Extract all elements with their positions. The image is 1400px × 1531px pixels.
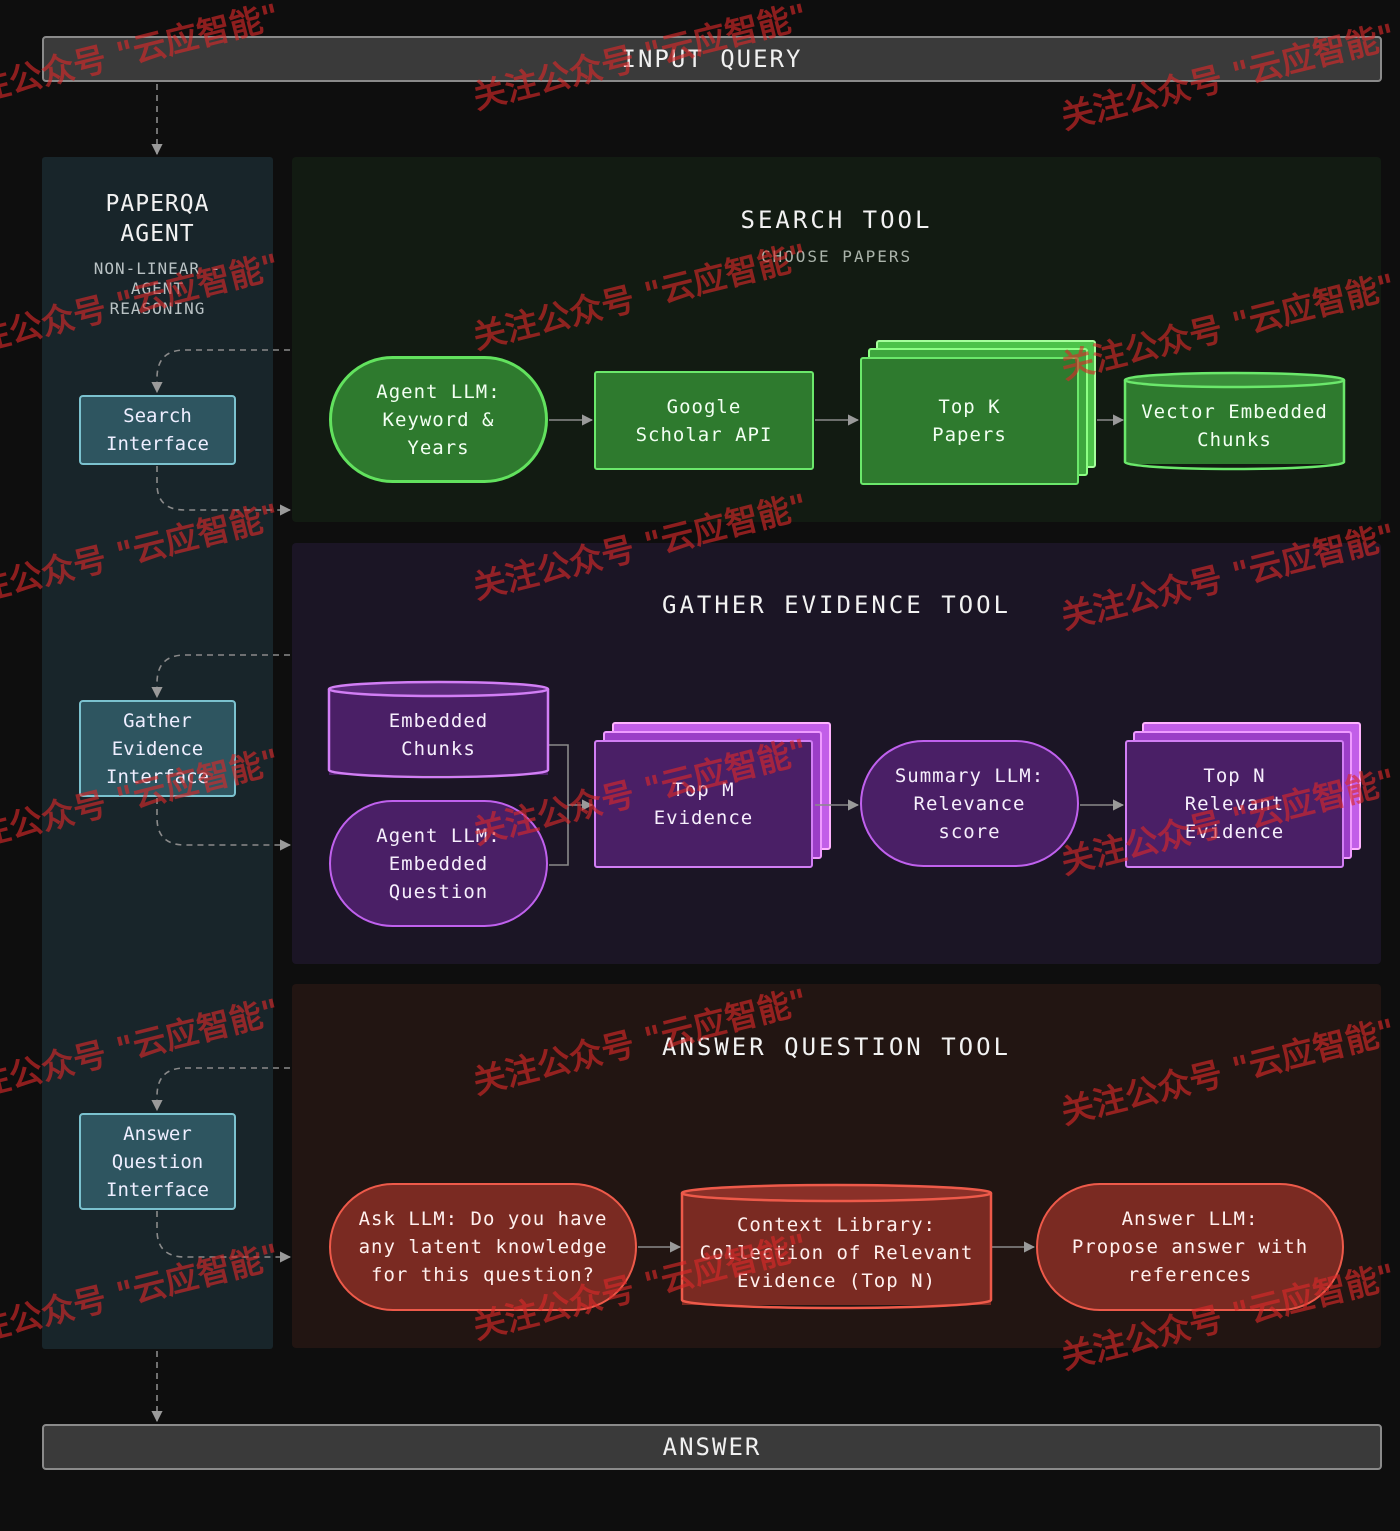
vector-embedded-chunks-node: Vector Embedded Chunks (1125, 380, 1344, 464)
top-n-relevant-evidence-node: Top N Relevant Evidence (1125, 740, 1344, 868)
search-tool-subtitle: CHOOSE PAPERS (760, 247, 913, 266)
ask-llm-node: Ask LLM: Do you have any latent knowledg… (329, 1183, 637, 1311)
context-library-node: Context Library: Collection of Relevant … (682, 1193, 991, 1305)
agent-title: PAPERQA AGENT (105, 191, 210, 247)
answer-bar: ANSWER (42, 1424, 1382, 1470)
answer-llm-node: Answer LLM: Propose answer with referenc… (1036, 1183, 1344, 1311)
agent-llm-keyword-node: Agent LLM: Keyword & Years (329, 356, 548, 483)
answer-label: ANSWER (662, 1433, 762, 1461)
gather-tool-title: GATHER EVIDENCE TOOL (662, 591, 1011, 619)
google-scholar-node: Google Scholar API (594, 371, 814, 470)
input-query-label: INPUT QUERY (621, 45, 803, 73)
agent-subtitle: NON-LINEAR - AGENT REASONING (93, 259, 222, 318)
summary-llm-node: Summary LLM: Relevance score (860, 740, 1079, 867)
embedded-chunks-node: Embedded Chunks (329, 689, 548, 775)
top-k-papers-node: Top K Papers (860, 357, 1079, 485)
search-interface: Search Interface (79, 395, 236, 465)
gather-evidence-interface: Gather Evidence Interface (79, 700, 236, 797)
answer-question-interface: Answer Question Interface (79, 1113, 236, 1210)
agent-llm-question-node: Agent LLM: Embedded Question (329, 800, 548, 927)
answer-tool-title: ANSWER QUESTION TOOL (662, 1033, 1011, 1061)
top-m-evidence-node: Top M Evidence (594, 740, 813, 868)
input-query-bar: INPUT QUERY (42, 36, 1382, 82)
search-tool-title: SEARCH TOOL (740, 206, 933, 234)
